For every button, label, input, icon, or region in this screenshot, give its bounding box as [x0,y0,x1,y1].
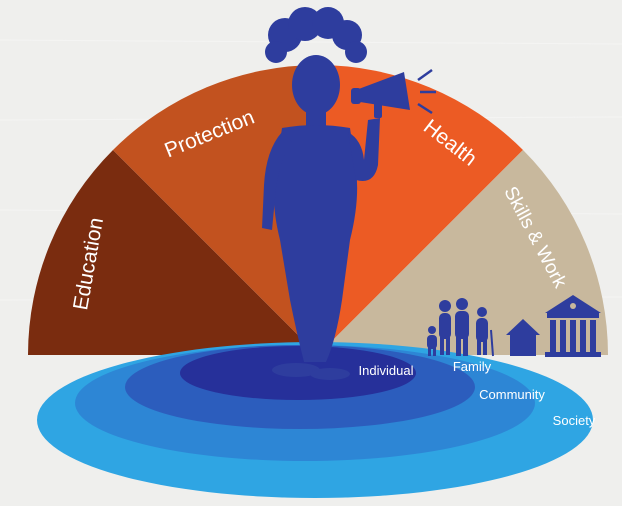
woman-figure [262,7,380,380]
ring-label-individual: Individual [359,363,414,378]
sector-skills-work [318,150,608,355]
ring-label-society: Society [553,413,596,428]
ring-label-community: Community [479,387,545,402]
ring-label-family: Family [453,359,492,374]
sector-protection [113,65,318,355]
sector-education [28,150,318,355]
family-icon [427,298,494,357]
sectors [28,65,608,355]
megaphone-icon [351,68,436,118]
rings [37,342,593,498]
house-icon [506,319,540,356]
government-building-icon [545,295,601,357]
